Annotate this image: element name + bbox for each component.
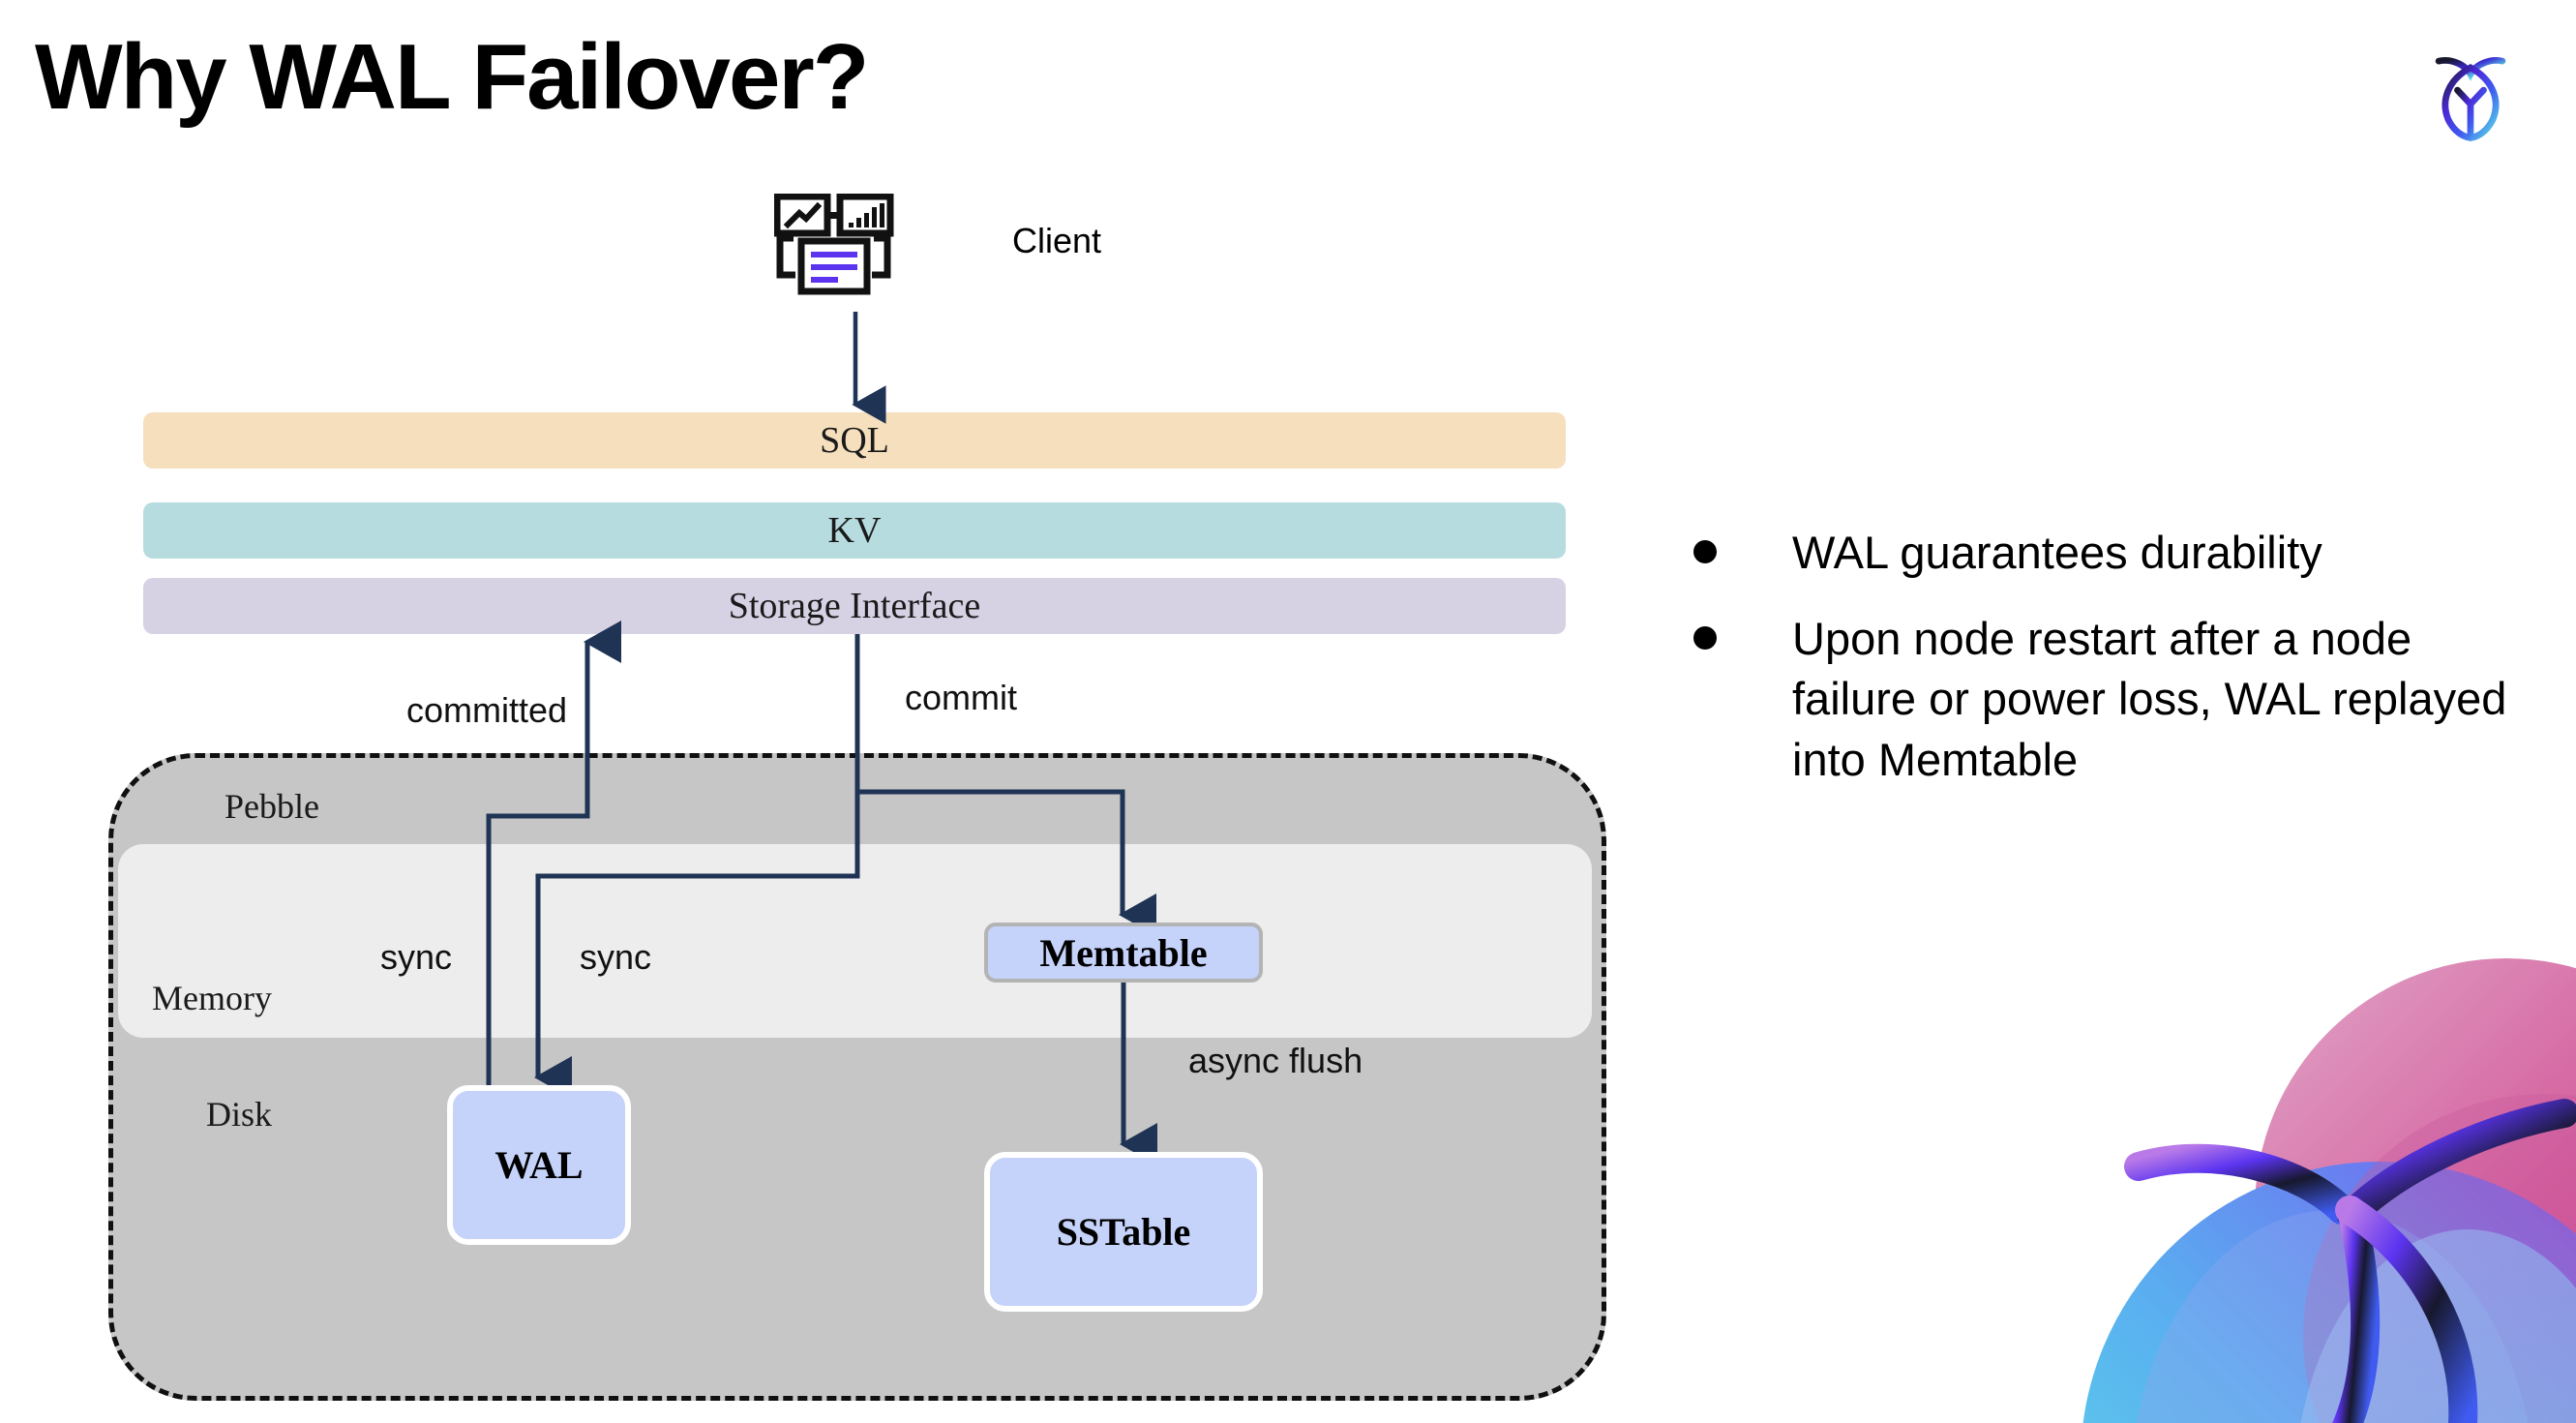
layer-bar-kv: KV [143, 502, 1566, 559]
wal-box: WAL [447, 1085, 631, 1245]
client-dashboard-icon [774, 194, 894, 295]
sstable-box: SSTable [984, 1152, 1263, 1312]
memtable-box: Memtable [984, 923, 1263, 983]
edge-label-committed: committed [406, 690, 568, 730]
edge-label-sync-left: sync [380, 937, 453, 977]
list-item: Upon node restart after a node failure o… [1693, 609, 2545, 791]
client-label: Client [1012, 221, 1102, 260]
edge-committed [486, 621, 621, 1085]
edge-label-sync-right: sync [580, 937, 652, 977]
edge-commit [854, 634, 1156, 936]
bullet-text: Upon node restart after a node failure o… [1792, 612, 2507, 785]
disk-label: Disk [206, 1095, 273, 1134]
layer-bar-storage-interface: Storage Interface [143, 578, 1566, 634]
bullet-dot-icon [1693, 625, 1717, 650]
list-item: WAL guarantees durability [1693, 523, 2545, 584]
architecture-diagram: Pebble Memory Disk SQL KV Storage Interf… [108, 194, 1606, 1401]
bullet-dot-icon [1693, 540, 1717, 563]
bullet-list: WAL guarantees durability Upon node rest… [1693, 523, 2545, 815]
connector-layer [486, 312, 1157, 1166]
page-title: Why WAL Failover? [35, 25, 869, 129]
bullet-text: WAL guarantees durability [1792, 527, 2322, 578]
edge-label-commit: commit [905, 678, 1017, 717]
cockroach-labs-watermark [2082, 958, 2576, 1423]
edge-sync [533, 792, 860, 1099]
pebble-label: Pebble [225, 787, 319, 826]
memory-label: Memory [152, 979, 272, 1017]
cockroach-labs-logo [2435, 57, 2506, 141]
edge-label-async-flush: async flush [1188, 1041, 1363, 1080]
